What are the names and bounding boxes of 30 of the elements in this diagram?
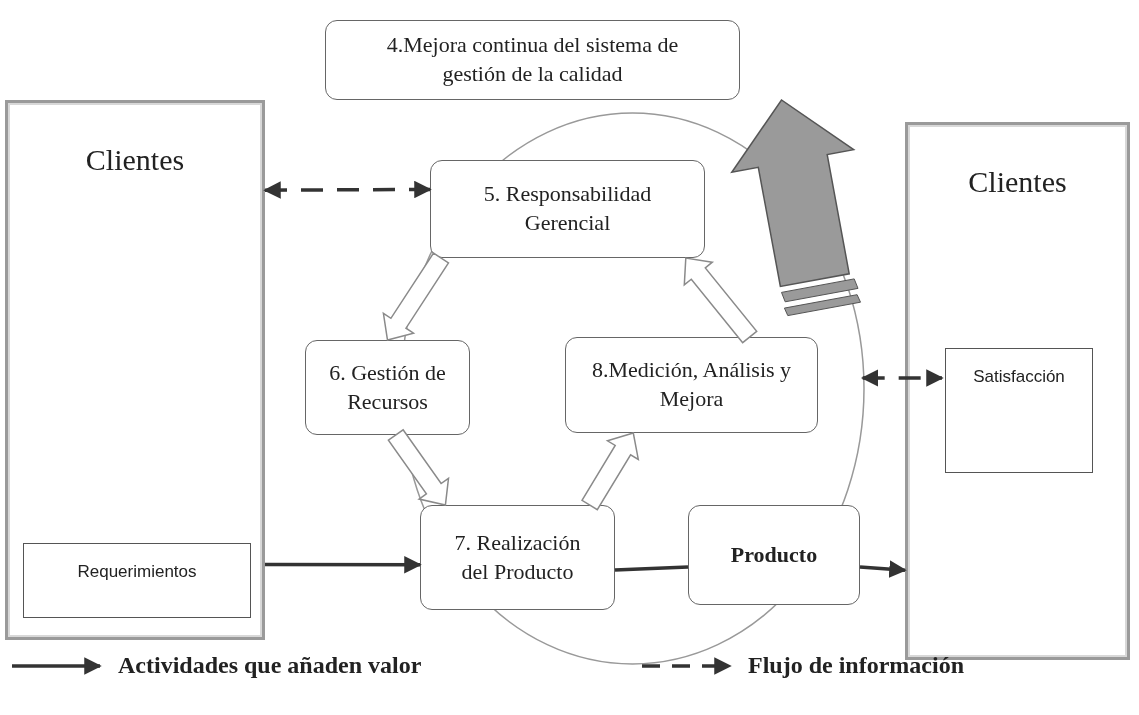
arrow <box>860 369 944 387</box>
process-box <box>430 160 705 258</box>
process-box <box>688 505 860 605</box>
process-box <box>23 543 251 618</box>
legend-label: Flujo de información <box>748 652 964 679</box>
client-panel <box>5 100 265 640</box>
box-label: Requerimientos <box>77 562 197 582</box>
arrow <box>859 560 907 578</box>
process-box <box>945 348 1093 473</box>
process-box <box>565 337 818 433</box>
box-label: Producto <box>730 540 818 569</box>
hollow-arrow <box>580 432 640 511</box>
panel-heading: Clientes <box>968 165 1067 199</box>
box-label: 8.Medición, Análisis y Mejora <box>590 356 793 413</box>
hollow-arrow <box>387 428 450 506</box>
process-box <box>325 20 740 100</box>
hollow-arrow <box>382 252 450 341</box>
box-label: 7. Realización del Producto <box>453 528 582 586</box>
arrow <box>263 180 432 199</box>
legend-label: Actividades que añaden valor <box>118 652 422 679</box>
arrow <box>265 556 422 574</box>
process-box <box>305 340 470 435</box>
block-arrow <box>730 98 856 288</box>
process-box <box>420 505 615 610</box>
box-label: 5. Responsabilidad Gerencial <box>482 180 653 237</box>
box-label: 4.Mejora continua del sistema de gestión de la calidad <box>385 31 680 88</box>
panel-heading: Clientes <box>85 143 185 177</box>
box-label: 6. Gestión de Recursos <box>328 358 447 416</box>
hollow-arrow <box>683 257 758 344</box>
box-label: Satisfacción <box>973 367 1065 387</box>
